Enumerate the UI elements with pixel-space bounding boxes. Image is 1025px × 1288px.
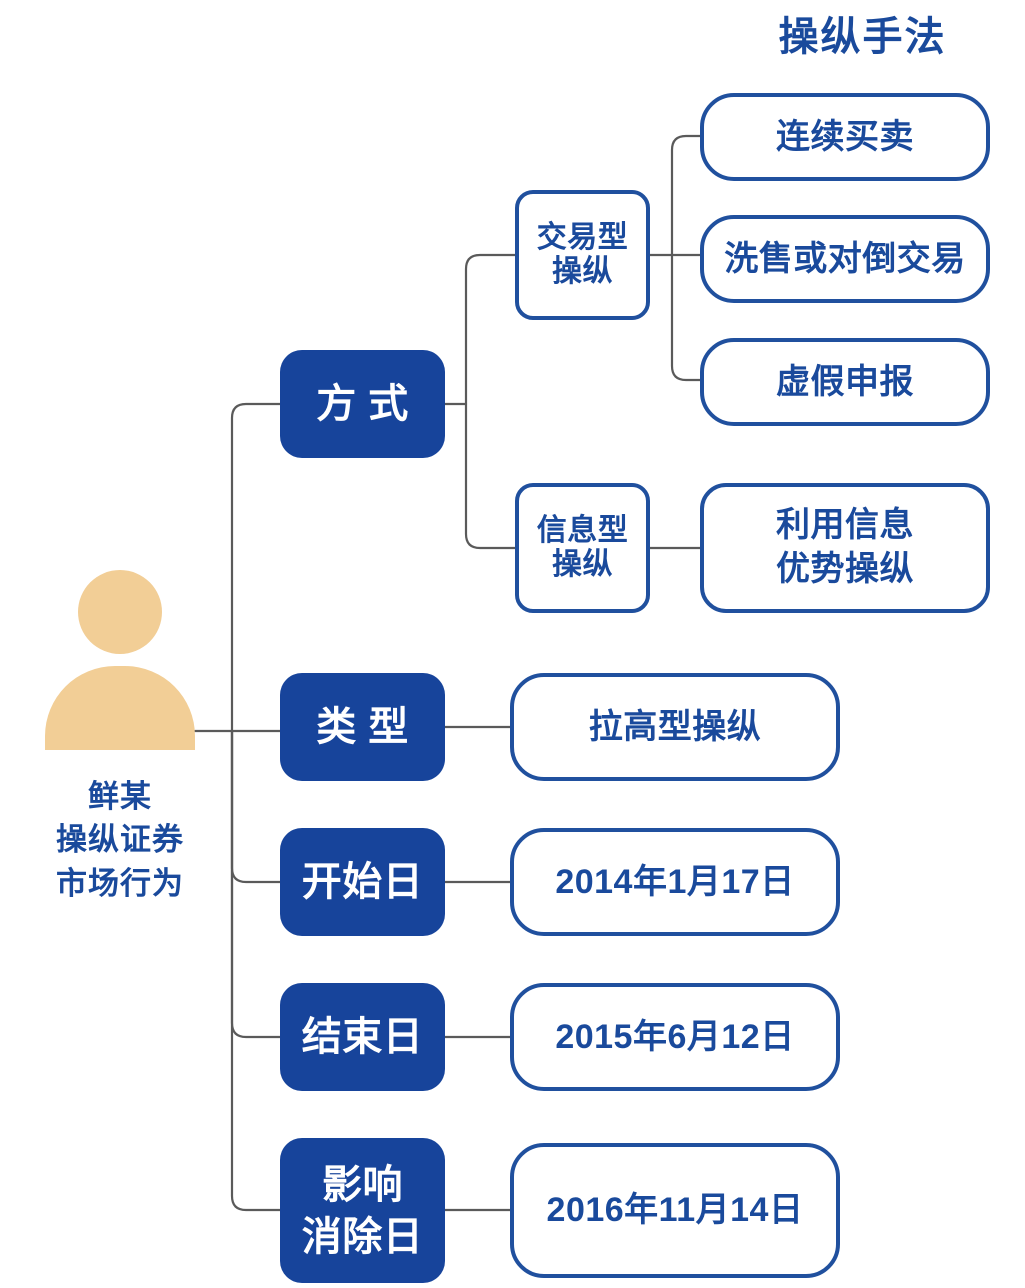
node-start-date-value[interactable]: 2014年1月17日 xyxy=(510,828,840,936)
node-type-value[interactable]: 拉高型操纵 xyxy=(510,673,840,781)
node-effect-removal-date-label[interactable]: 影响 消除日 xyxy=(280,1138,445,1283)
node-end-date-label[interactable]: 结束日 xyxy=(280,983,445,1091)
node-information-advantage-line-1: 利用信息 xyxy=(776,506,914,545)
node-method[interactable]: 方 式 xyxy=(280,350,445,458)
node-effect-removal-date-value[interactable]: 2016年11月14日 xyxy=(510,1143,840,1278)
root-label: 鲜某 操纵证券 市场行为 xyxy=(10,775,230,905)
node-start-date-label[interactable]: 开始日 xyxy=(280,828,445,936)
root-label-line-1: 鲜某 xyxy=(88,779,152,814)
node-information-type[interactable]: 信息型 操纵 xyxy=(515,483,650,613)
node-trading-type[interactable]: 交易型 操纵 xyxy=(515,190,650,320)
root-label-line-2: 操纵证券 xyxy=(56,822,184,858)
node-effect-removal-date-label-line-2: 消除日 xyxy=(301,1214,424,1259)
node-false-declaration[interactable]: 虚假申报 xyxy=(700,338,990,426)
root-label-line-3: 市场行为 xyxy=(56,865,184,901)
node-information-advantage[interactable]: 利用信息 优势操纵 xyxy=(700,483,990,613)
node-trading-type-line-2: 操纵 xyxy=(552,255,613,288)
node-trading-type-line-1: 交易型 xyxy=(536,221,629,255)
person-icon xyxy=(45,570,195,750)
node-information-type-line-1: 信息型 xyxy=(536,514,629,548)
node-effect-removal-date-label-line-1: 影响 xyxy=(322,1162,403,1207)
node-type-label[interactable]: 类 型 xyxy=(280,673,445,781)
person-body xyxy=(45,666,195,750)
page-title: 操纵手法 xyxy=(778,15,947,59)
node-information-type-line-2: 操纵 xyxy=(552,548,613,581)
node-information-advantage-line-2: 优势操纵 xyxy=(776,550,914,588)
person-head xyxy=(78,570,162,654)
node-end-date-value[interactable]: 2015年6月12日 xyxy=(510,983,840,1091)
node-continuous-trading[interactable]: 连续买卖 xyxy=(700,93,990,181)
node-wash-or-matched-trading[interactable]: 洗售或对倒交易 xyxy=(700,215,990,303)
